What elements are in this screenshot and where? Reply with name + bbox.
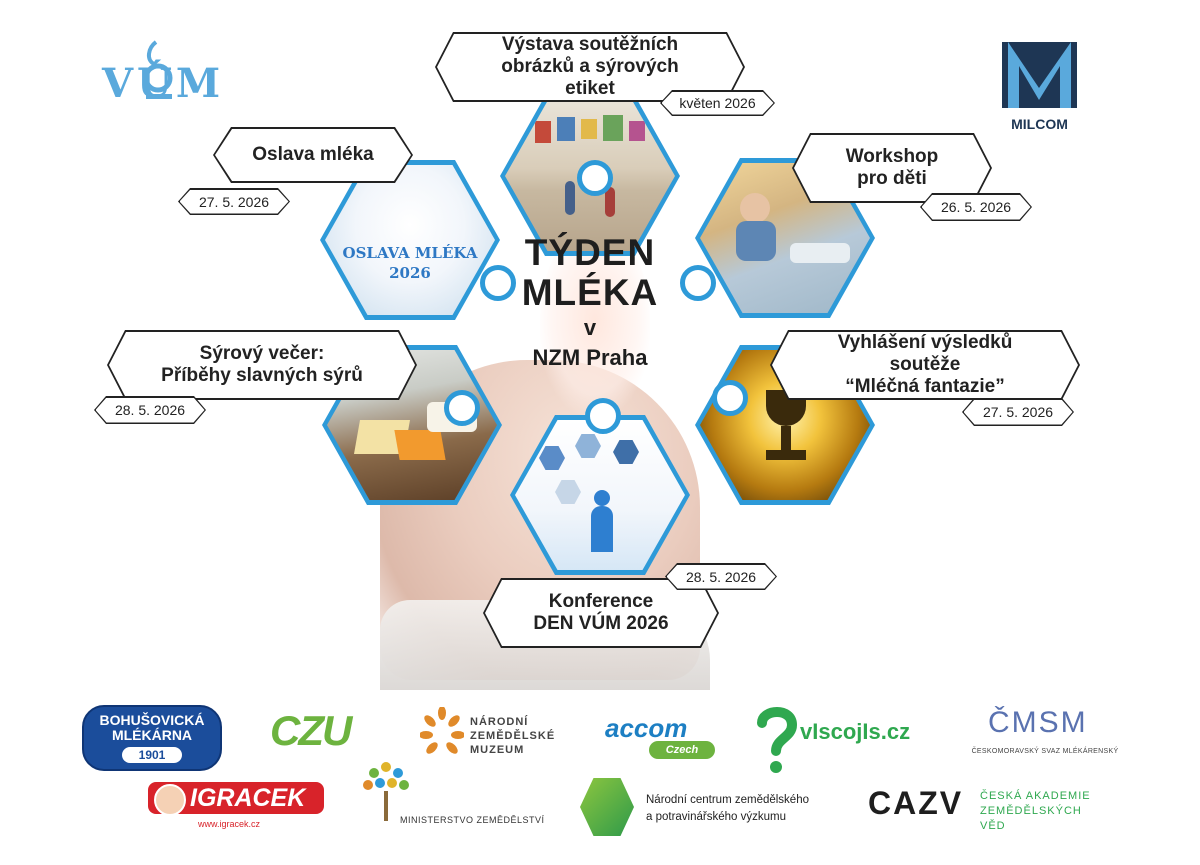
milk-celebration-label: Oslava mléka [213,127,413,183]
cheese-evening-label: Sýrový večer: Příběhy slavných sýrů [107,330,417,400]
results-date: 27. 5. 2026 [962,398,1074,426]
mze-text: MINISTERSTVO ZEMĚDĚLSTVÍ [400,815,545,825]
conference-image [510,415,690,575]
nzm-text-line3: MUZEUM [470,744,525,756]
nczv-text-line2: a potravinářského výzkumu [646,811,786,823]
nzm-text-line1: NÁRODNÍ [470,716,529,728]
vum-logo-text: VÚM [102,60,225,107]
results-label-line3: “Mléčná fantazie” [845,376,1005,397]
nzm-logo: NÁRODNÍ ZEMĚDĚLSKÉ MUZEUM [419,706,570,763]
milk-image-text-line2: 2026 [389,264,431,282]
exhibition-label-line1: Výstava soutěžních [501,34,679,55]
czu-logo: CZU [270,707,352,754]
cmsm-text: ČMSM [988,706,1088,739]
nczv-text-line1: Národní centrum zemědělského [646,794,809,806]
milk-image-text-line1: OSLAVA MLÉKA [342,244,478,262]
workshop-label-line1: Workshop [845,146,939,167]
viscojis-text: vIscojIs.cz [800,719,911,744]
title-line4: NZM Praha [532,345,648,370]
workshop-date: 26. 5. 2026 [920,193,1032,221]
igracek-logo: IGRACEK www.igracek.cz [148,782,328,834]
vum-logo: VÚM [100,38,220,108]
cheese-label-line1: Sýrový večer: [199,343,325,364]
workshop-label-line2: pro děti [857,168,927,189]
cazv-text: CAZV [868,785,964,821]
results-label: Vyhlášení výsledků soutěže “Mléčná fanta… [770,330,1080,400]
cmsm-subtitle: ČESKOMORAVSKÝ SVAZ MLÉKÁRENSKÝ [971,748,1119,755]
bohusovicka-year: 1901 [122,747,182,763]
conference-label-line1: Konference [548,591,654,612]
accom-sub: Czech [649,741,715,759]
finger-glow [540,225,650,415]
viscojis-logo: vIscojIs.cz [752,705,952,775]
results-label-line2: soutěže [889,354,961,375]
exhibition-label: Výstava soutěžních obrázků a sýrových et… [435,32,745,102]
milcom-logo-mark [1002,42,1077,108]
bohusovicka-logo: BOHUŠOVICKÁ MLÉKÁRNA 1901 [82,705,222,771]
workshop-label: Workshop pro děti [792,133,992,203]
connector-knob [480,265,516,301]
igracek-text: IGRACEK [190,784,306,812]
igracek-url: www.igracek.cz [198,819,261,829]
bohusovicka-text-line1: BOHUŠOVICKÁ [99,712,205,728]
conference-label-line2: DEN VÚM 2026 [533,613,669,634]
title-line1: TÝDEN [524,232,656,273]
exhibition-date: květen 2026 [660,90,775,116]
cheese-label-line2: Příběhy slavných sýrů [161,365,363,386]
milk-celebration-image: OSLAVA MLÉKA 2026 [320,160,500,320]
milcom-logo-text: MILCOM [1011,116,1068,132]
nczv-logo: Národní centrum zemědělského a potraviná… [580,778,820,838]
conference-date: 28. 5. 2026 [665,563,777,590]
milcom-logo: MILCOM [1002,42,1077,134]
bohusovicka-text-line2: MLÉKÁRNA [111,727,193,743]
accom-logo: accom Czech [605,713,725,763]
connector-knob [680,265,716,301]
wheat-icon [419,706,465,754]
exhibition-label-line2: obrázků a sýrových [501,56,679,77]
igracek-face-icon [154,784,186,816]
cazv-text-line2: ZEMĚDĚLSKÝCH VĚD [980,805,1082,832]
connector-knob [577,160,613,196]
connector-knob [712,380,748,416]
tree-icon [363,762,409,821]
results-label-line1: Vyhlášení výsledků [837,332,1013,353]
cazv-logo: CAZV ČESKÁ AKADEMIE ZEMĚDĚLSKÝCH VĚD [868,785,1103,832]
vum-logo-mark [143,40,173,99]
milk-label-text: Oslava mléka [252,144,374,165]
exhibition-label-line3: etiket [565,78,615,99]
mze-logo: MINISTERSTVO ZEMĚDĚLSTVÍ [356,757,566,832]
title-line2: MLÉKA [521,272,659,313]
accom-text: accom [605,713,688,743]
connector-knob [444,390,480,426]
title-line3: v [583,315,597,340]
cheese-evening-date: 28. 5. 2026 [94,396,206,424]
question-mark-icon [757,707,798,773]
cmsm-logo: ČMSM ČESKOMORAVSKÝ SVAZ MLÉKÁRENSKÝ [960,706,1130,766]
nczv-hex-icon [580,778,634,836]
cazv-text-line1: ČESKÁ AKADEMIE [980,790,1091,802]
connector-knob [585,398,621,434]
milk-celebration-date: 27. 5. 2026 [178,188,290,215]
event-title: TÝDEN MLÉKA v NZM Praha [500,233,680,373]
nzm-text-line2: ZEMĚDĚLSKÉ [470,730,556,742]
